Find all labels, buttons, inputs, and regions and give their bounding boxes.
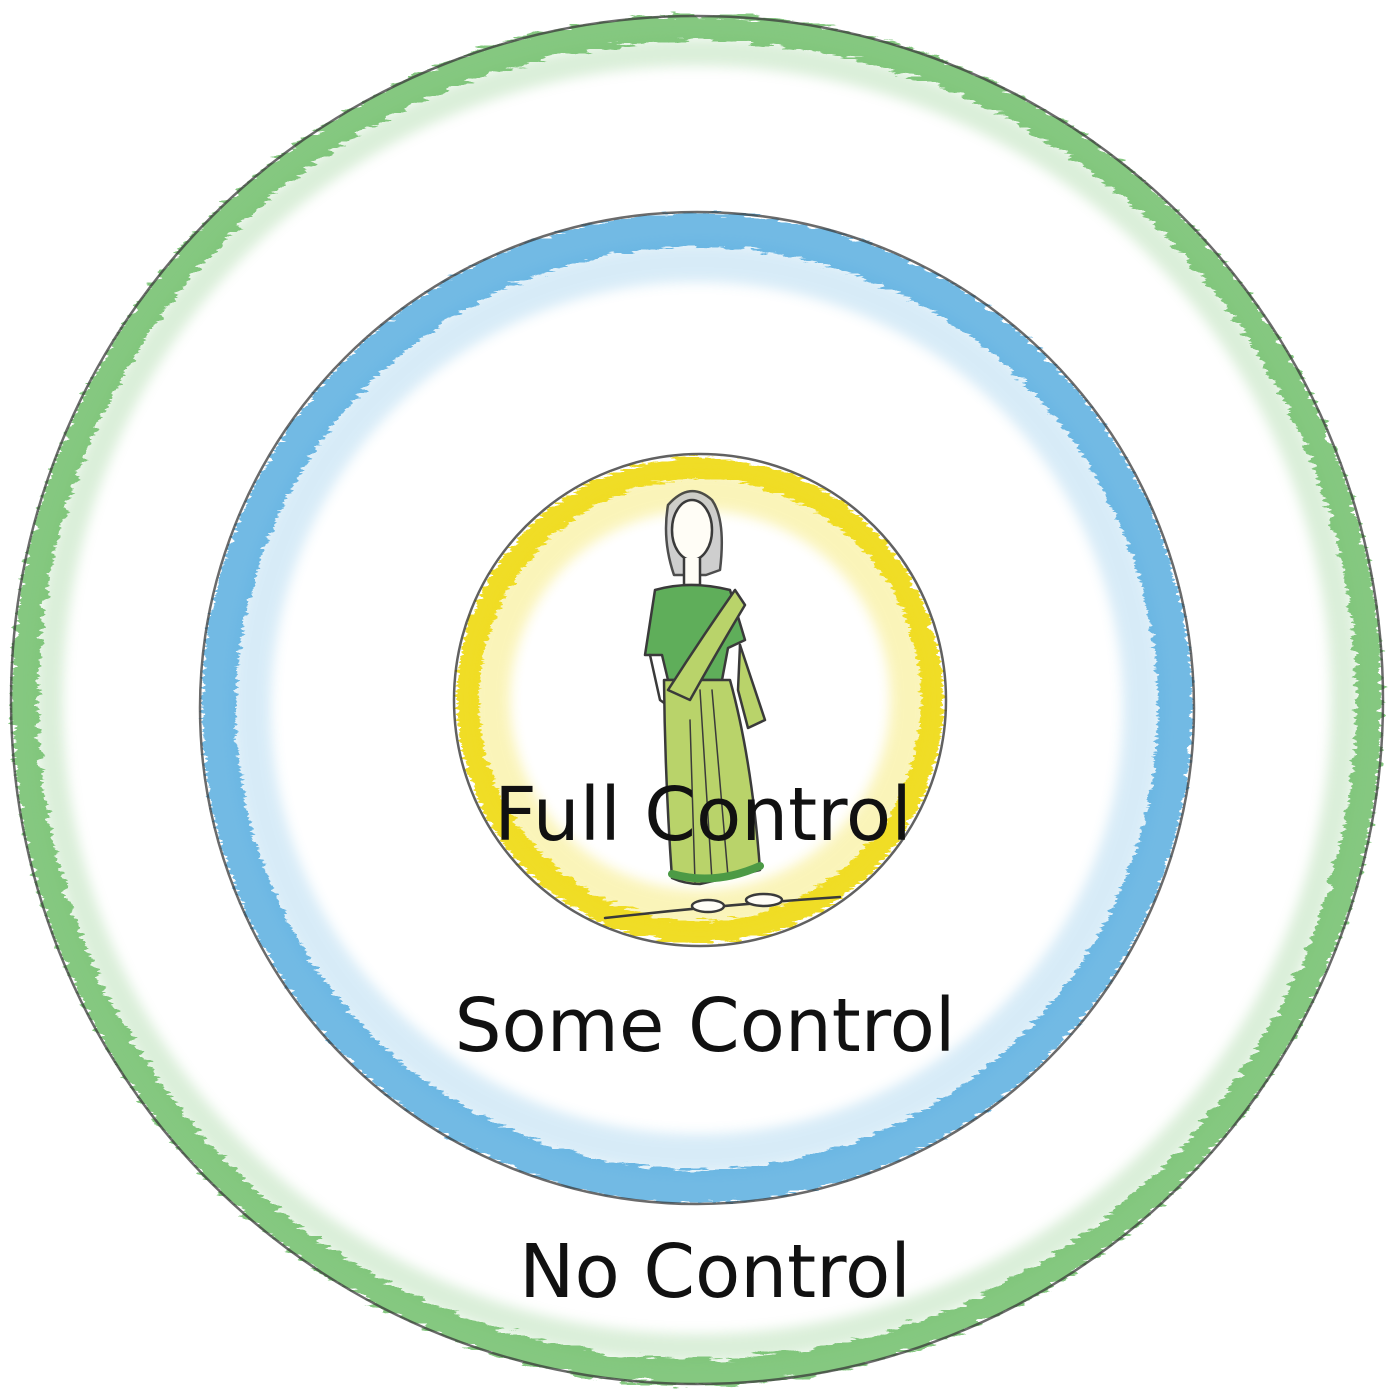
sari-pallu <box>738 645 765 728</box>
left-foot <box>692 900 724 912</box>
label-no-control: No Control <box>519 1229 911 1315</box>
right-foot <box>746 894 782 906</box>
label-full-control: Full Control <box>494 772 912 858</box>
face <box>672 500 712 560</box>
neck <box>684 558 700 585</box>
label-some-control: Some Control <box>455 983 956 1069</box>
